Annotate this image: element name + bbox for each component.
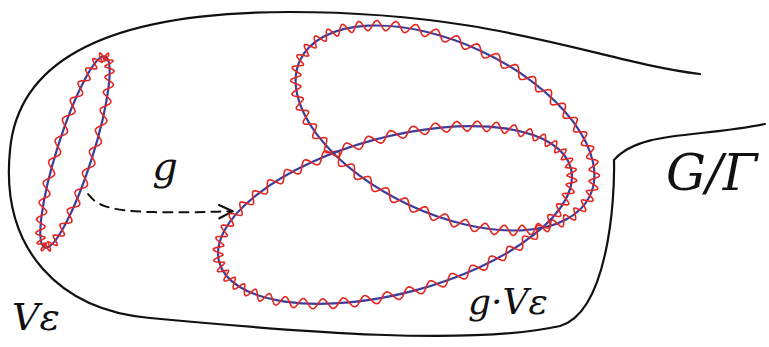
math-label: G/Γ <box>664 148 759 198</box>
blue-ellipse <box>28 51 122 253</box>
blue-ellipse <box>199 93 591 338</box>
neighbourhood-ellipse-outline <box>34 50 116 255</box>
math-label: g·Vε <box>466 284 550 320</box>
blue-ellipse <box>264 0 626 273</box>
translated-ellipses: g·Vε <box>208 18 608 318</box>
label-holder: Vε <box>10 298 62 336</box>
neighbourhood-ellipse: Vε <box>34 50 116 255</box>
math-label: Vε <box>10 298 62 336</box>
red-wiggle <box>36 53 114 251</box>
map-label: g <box>150 146 180 186</box>
red-wiggle <box>213 121 576 308</box>
translated-ellipses-outline <box>208 18 608 318</box>
mapping-arrow <box>88 194 232 212</box>
region-outline <box>9 12 765 336</box>
label-holder: g·Vε <box>466 284 550 320</box>
label-holder: g <box>150 146 180 186</box>
label-holder: G/Γ <box>664 148 759 198</box>
